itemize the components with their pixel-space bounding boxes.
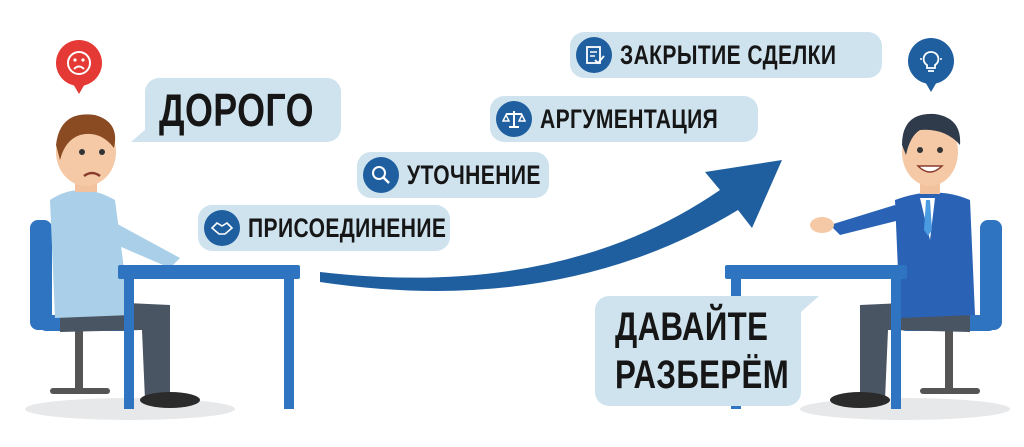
seller-speech-line2: РАЗБЕРЁМ [615,353,790,397]
seller-speech-line1: ДАВАЙТЕ [615,305,769,349]
sad-icon-pointer [72,82,86,94]
magnifier-icon [363,157,399,193]
step-join: ПРИСОЕДИНЕНИЕ [198,205,450,251]
client-speech-text: ДОРОГО [159,84,314,136]
contract-icon [576,37,612,73]
idea-icon-pointer [924,80,938,92]
seller-desk [725,265,907,279]
sad-face-icon [56,40,102,86]
seller-speech-bubble: ДАВАЙТЕ РАЗБЕРЁМ [595,296,801,406]
step-clarify: УТОЧНЕНИЕ [357,152,549,198]
seller-desk-leg [891,279,901,409]
step-argument: АРГУМЕНТАЦИЯ [490,96,758,142]
step-label: ПРИСОЕДИНЕНИЕ [248,212,447,243]
seller-speech-tail [801,296,819,312]
client-speech-bubble: ДОРОГО [145,78,341,142]
client-desk-leg [124,279,134,409]
step-label: УТОЧНЕНИЕ [407,159,541,190]
scales-icon [496,101,532,137]
client-speech-tail [131,128,147,142]
client-desk-leg [284,279,294,409]
seller-figure [810,113,1002,408]
handshake-icon [204,210,240,246]
step-label: АРГУМЕНТАЦИЯ [540,103,719,134]
client-figure [30,114,200,408]
step-label: ЗАКРЫТИЕ СДЕЛКИ [620,39,837,70]
step-close-deal: ЗАКРЫТИЕ СДЕЛКИ [570,32,882,78]
client-desk [118,265,300,279]
lightbulb-icon [908,38,954,84]
